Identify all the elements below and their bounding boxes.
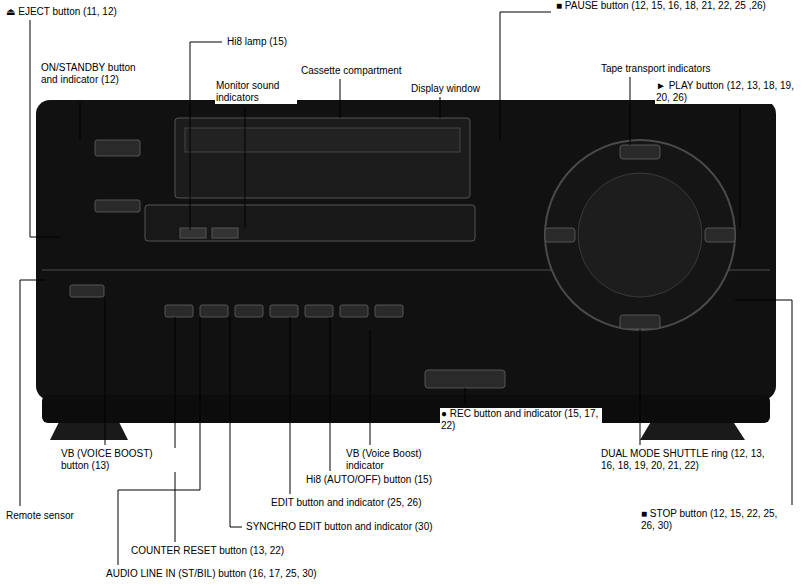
callout-label: VB (Voice Boost) indicator [345,448,447,472]
vcr-body [36,100,776,440]
callout-label: AUDIO LINE IN (ST/BIL) button (16, 17, 2… [105,568,318,580]
callout-label: ● REC button and indicator (15, 17, 22) [440,408,602,432]
callout-label: Monitor sound indicators [215,80,297,104]
callout-label: Hi8 lamp (15) [226,36,288,48]
callout-label: Cassette compartment [300,65,403,77]
callout-label: Remote sensor [5,510,75,522]
callout-label: ► PLAY button (12, 13, 18, 19, 20, 26) [655,80,807,104]
callout-label: DUAL MODE SHUTTLE ring (12, 13, 16, 18, … [600,448,782,472]
callout-label: Display window [410,83,481,95]
callout-label: Tape transport indicators [600,63,712,75]
callout-label: SYNCHRO EDIT button and indicator (30) [245,521,434,533]
callout-label: ■ PAUSE button (12, 15, 16, 18, 21, 22, … [555,0,772,12]
callout-label: Hi8 (AUTO/OFF) button (15) [305,474,433,486]
callout-label: VB (VOICE BOOST) button (13) [60,448,182,472]
callout-label: ⏏ EJECT button (11, 12) [5,6,118,18]
vcr-controls [70,118,735,388]
callout-label: EDIT button and indicator (25, 26) [270,497,422,509]
callout-label: ON/STANDBY button and indicator (12) [40,62,142,86]
callout-label: ■ STOP button (12, 15, 22, 25, 26, 30) [640,508,792,532]
callout-label: COUNTER RESET button (13, 22) [130,545,285,557]
